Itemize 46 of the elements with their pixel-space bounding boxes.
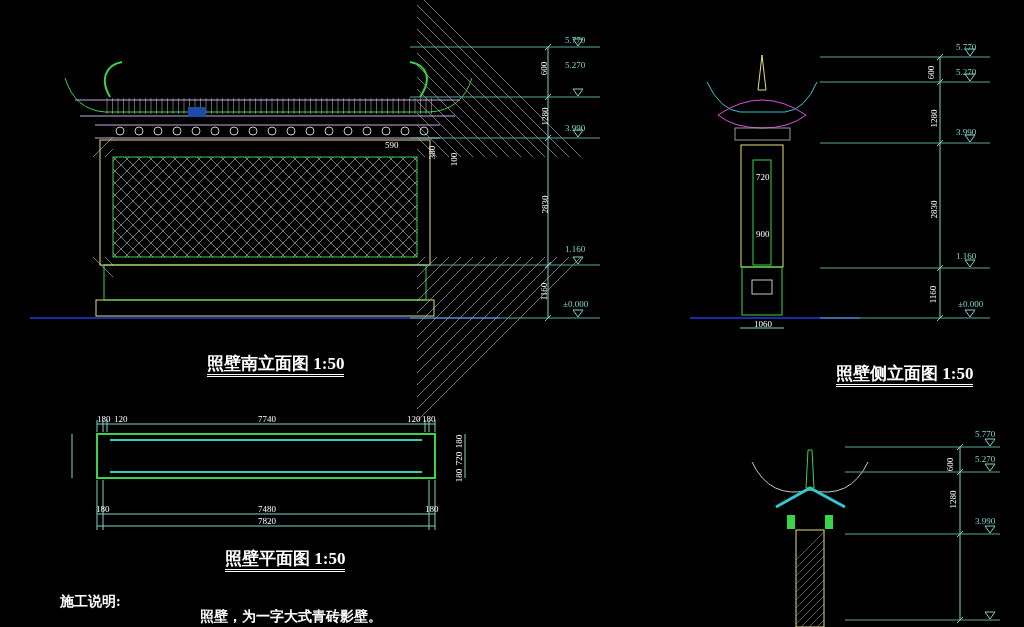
- elevation-mark: ±0.000: [563, 300, 589, 309]
- elevation-mark: 1.160: [565, 245, 586, 254]
- dimension-value: 1280: [540, 107, 550, 126]
- note-text: 施工说明:: [60, 595, 121, 609]
- dimension-value: 1160: [540, 282, 550, 301]
- dimension-value: 7740: [258, 415, 276, 424]
- elevation-mark: 5.270: [956, 68, 977, 77]
- dimension-value: 7480: [258, 505, 276, 514]
- dimension-value: 180: [422, 415, 436, 424]
- dimension-value: 2830: [540, 195, 550, 214]
- dimension-value: 590: [385, 141, 399, 150]
- dimension-value: 600: [540, 61, 550, 76]
- dimension-value: 720: [756, 173, 770, 182]
- dimension-value: 600: [927, 65, 937, 80]
- drawing-title: 照壁南立面图 1:50: [207, 355, 345, 377]
- note-text: 照壁，为一字大式青砖影壁。: [200, 610, 382, 624]
- elevation-mark: 5.770: [565, 36, 586, 45]
- dimension-value: 180: [455, 468, 465, 483]
- drawing-title: 照壁平面图 1:50: [225, 550, 346, 572]
- dimension-value: 180: [425, 505, 439, 514]
- dimension-value: 1280: [948, 490, 958, 509]
- elevation-mark: 3.990: [565, 124, 586, 133]
- dimension-value: 100: [450, 152, 460, 167]
- elevation-mark: 3.990: [975, 517, 996, 526]
- dimension-value: 180: [96, 505, 110, 514]
- dimension-value: 7820: [258, 517, 276, 526]
- elevation-mark: 5.770: [956, 43, 977, 52]
- dimension-value: 1160: [929, 285, 939, 304]
- dimension-value: 1060: [754, 320, 772, 329]
- dimension-value: 1280: [929, 109, 939, 128]
- drawing-title: 照壁侧立面图 1:50: [836, 365, 974, 387]
- dimension-value: 380: [428, 145, 438, 160]
- elevation-mark: 1.160: [956, 252, 977, 261]
- dimension-value: 120: [114, 415, 128, 424]
- elevation-mark: 5.270: [565, 61, 586, 70]
- elevation-mark: 3.990: [956, 128, 977, 137]
- dimension-value: 600: [946, 457, 956, 472]
- elevation-mark: ±0.000: [958, 300, 984, 309]
- elevation-mark: 5.770: [975, 430, 996, 439]
- dimension-value: 2830: [929, 200, 939, 219]
- elevation-mark: 5.270: [975, 455, 996, 464]
- dimension-value: 720: [455, 451, 465, 466]
- dimension-value: 180: [455, 434, 465, 449]
- dimension-value: 900: [756, 230, 770, 239]
- dimension-value: 180: [97, 415, 111, 424]
- dimension-value: 120: [407, 415, 421, 424]
